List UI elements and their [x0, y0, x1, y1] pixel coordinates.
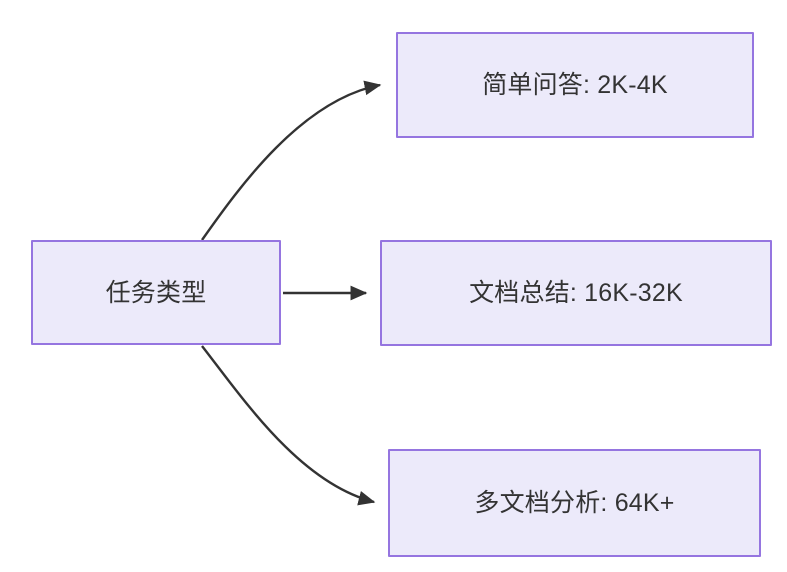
node-doc-summary[interactable]: 文档总结: 16K-32K — [380, 240, 772, 346]
node-simple-qa-label: 简单问答: 2K-4K — [482, 71, 668, 99]
node-doc-summary-label: 文档总结: 16K-32K — [469, 279, 683, 307]
node-simple-qa[interactable]: 简单问答: 2K-4K — [396, 32, 754, 138]
edge-to-simple-qa — [201, 80, 382, 241]
node-task-type-label: 任务类型 — [105, 278, 207, 307]
node-multi-doc-analysis[interactable]: 多文档分析: 64K+ — [388, 449, 761, 557]
node-task-type[interactable]: 任务类型 — [31, 240, 281, 345]
edge-to-multi-doc-analysis — [201, 345, 376, 506]
node-multi-doc-analysis-label: 多文档分析: 64K+ — [474, 489, 675, 517]
